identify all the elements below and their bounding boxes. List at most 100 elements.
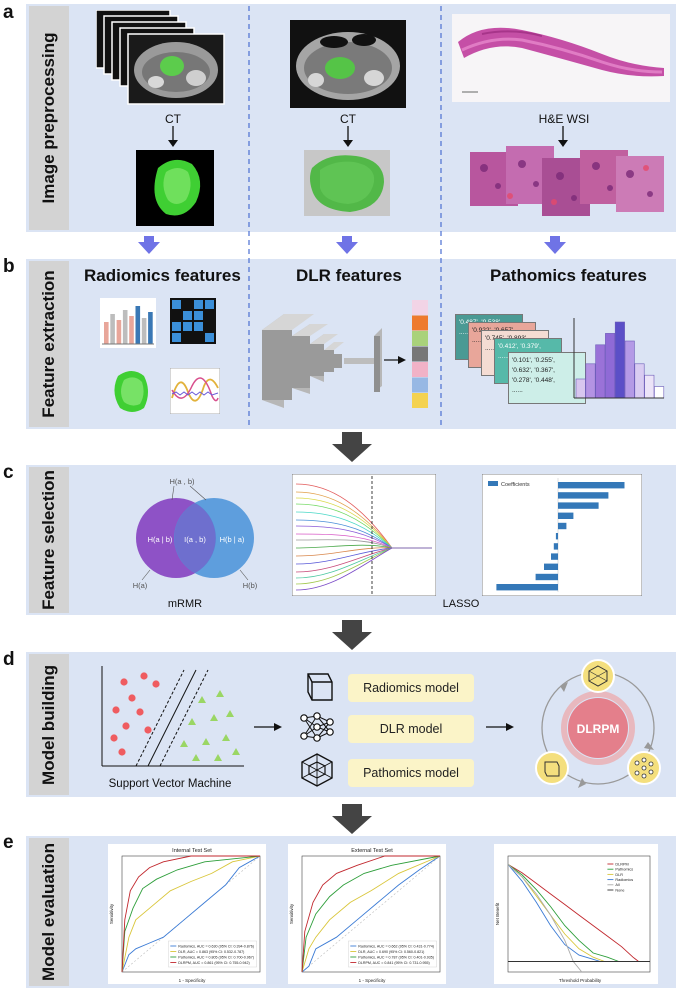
ct-slice-single <box>290 20 406 108</box>
roc-curve <box>121 855 261 973</box>
radiomics-bar-icon <box>100 298 156 348</box>
feature-card: '0.101', '0.255','0.632', '0.367','0.278… <box>508 352 586 404</box>
flow-arrows-a-b <box>138 236 566 254</box>
decision-curve-chart: Threshold Probability Net Benefit DLRPMP… <box>494 844 658 984</box>
feature-card-line: ...... <box>472 337 483 344</box>
row-a-sidebar: Image preprocessing <box>29 6 69 230</box>
svm-class-a-point <box>128 694 136 702</box>
coef-bar <box>496 584 558 591</box>
svm-label: Support Vector Machine <box>108 778 232 790</box>
dlr-features-title: DLR features <box>296 266 402 285</box>
roc-legend-text: Radiomics, AUC = 0.630 (95% CI: 0.394-0.… <box>178 944 254 948</box>
radiomics-bar <box>129 316 134 344</box>
dlrpm-center-label: DLRPM <box>577 722 620 736</box>
dlr-model-box: DLR model <box>348 715 474 743</box>
coef-bar <box>535 573 558 581</box>
venn-right-label: H(b | a) <box>220 535 245 544</box>
row-c-label: Feature selection <box>39 470 58 610</box>
row-b-letter: b <box>3 256 15 277</box>
shape-feature-icon <box>114 371 148 412</box>
dca-legend-text: Radiomics <box>615 878 633 882</box>
coef-bar <box>558 482 625 489</box>
dca-legend-text: Pathomics <box>615 868 633 872</box>
pathomics-hist-bar <box>575 378 586 399</box>
svm-class-a-point <box>118 748 126 756</box>
external-roc-ylabel: Sensitivity <box>289 903 294 924</box>
svm-class-b-point <box>192 754 200 761</box>
internal-roc-chart: Internal Test Set 1 - Specificity Sensit… <box>108 844 266 984</box>
plot-frame <box>301 855 441 973</box>
arrow-down-1 <box>168 126 178 147</box>
dlr-feature-cell <box>412 393 428 408</box>
svm-diagram <box>101 666 244 767</box>
svm-class-a-point <box>136 708 144 716</box>
svm-class-b-point <box>198 696 206 703</box>
flow-arrow-b-c <box>332 432 372 462</box>
svm-class-b-point <box>214 754 222 761</box>
svm-class-a-point <box>110 734 118 742</box>
arrow-to-fusion <box>486 723 514 731</box>
svm-class-b-point <box>222 734 230 741</box>
cnn-architecture-icon <box>262 314 406 408</box>
wsi-label: H&E WSI <box>538 112 590 126</box>
row-e-letter: e <box>3 832 14 853</box>
venn-ha-label: H(a) <box>133 581 148 590</box>
whole-slide-image <box>452 14 670 102</box>
roc-legend-text: DLRPM, AUC = 0.861 (95% CI: 0.755-0.942) <box>178 961 249 965</box>
dca-curve <box>507 864 619 962</box>
external-roc-xlabel: 1 - Specificity <box>359 978 387 983</box>
dca-curve <box>507 864 639 962</box>
internal-roc-title: Internal Test Set <box>172 848 212 854</box>
svm-class-a-point <box>144 726 152 734</box>
dlr-feature-cell <box>412 377 428 393</box>
lasso-path <box>295 547 432 591</box>
feature-card-line: ...... <box>512 387 523 394</box>
segmented-roi <box>304 150 390 216</box>
roc-legend-text: Pathomics, AUC = 0.805 (95% CI: 0.700-0.… <box>178 955 254 959</box>
row-c-letter: c <box>3 462 14 483</box>
hexagon-network-icon <box>301 753 333 787</box>
external-roc-chart: External Test Set 1 - Specificity Sensit… <box>288 844 446 984</box>
dca-legend-text: None <box>615 888 624 892</box>
row-e-label: Model evaluation <box>39 843 58 981</box>
feature-card-line: '0.412', '0.379', <box>498 343 541 350</box>
mrmr-label: mRMR <box>167 598 203 610</box>
radiomics-bar <box>135 306 141 344</box>
coef-legend-label: Coefficients <box>501 482 530 488</box>
roc-curve <box>301 855 441 973</box>
pathomics-hist-bar <box>614 321 625 399</box>
pathomics-hist-bar <box>634 363 645 399</box>
pathomics-hist-bar <box>654 386 665 399</box>
dlr-feature-cell <box>412 362 428 377</box>
roc-legend-text: DLR, AUC = 0.690 (95% CI: 0.560-0.821) <box>358 950 424 954</box>
cube-icon <box>307 673 333 701</box>
wavelet-feature-icon <box>170 368 220 414</box>
venn-top-label: H(a , b) <box>169 477 195 486</box>
roc-legend-text: Radiomics, AUC = 0.662 (95% CI: 0.431-0.… <box>358 944 434 948</box>
svm-class-b-point <box>210 714 218 721</box>
flow-arrow-d-e <box>332 804 372 834</box>
ct-label-2: CT <box>340 112 356 126</box>
pathomics-hist-bar <box>605 333 616 399</box>
ct-label-1: CT <box>165 112 181 126</box>
arrow-to-models <box>254 723 282 731</box>
pathomics-model-box: Pathomics model <box>348 759 474 787</box>
dlrpm-fusion-diagram: DLRPM <box>535 659 661 788</box>
internal-roc-xlabel: 1 - Specificity <box>179 978 207 983</box>
roc-curve <box>121 855 261 973</box>
feature-card-line: '0.632', '0.367', <box>512 367 555 374</box>
coef-bar <box>558 502 599 509</box>
pathomics-features-title: Pathomics features <box>490 266 647 285</box>
row-d-sidebar: Model building <box>29 654 69 795</box>
mrmr-venn-diagram: H(a | b) I(a , b) H(b | a) H(a , b) H(a)… <box>133 477 258 590</box>
radiomics-bar <box>104 322 109 344</box>
coef-bar <box>544 563 558 570</box>
column-separators <box>248 6 442 428</box>
roc-curve <box>301 855 440 973</box>
roc-curve <box>301 855 441 973</box>
dca-ylabel: Net Benefit <box>495 902 500 925</box>
roc-legend-text: DLRPM, AUC = 0.841 (95% CI: 0.731-0.955) <box>358 961 429 965</box>
dca-legend-text: All <box>615 883 619 887</box>
svm-class-a-point <box>122 722 130 730</box>
internal-roc-ylabel: Sensitivity <box>109 903 114 924</box>
